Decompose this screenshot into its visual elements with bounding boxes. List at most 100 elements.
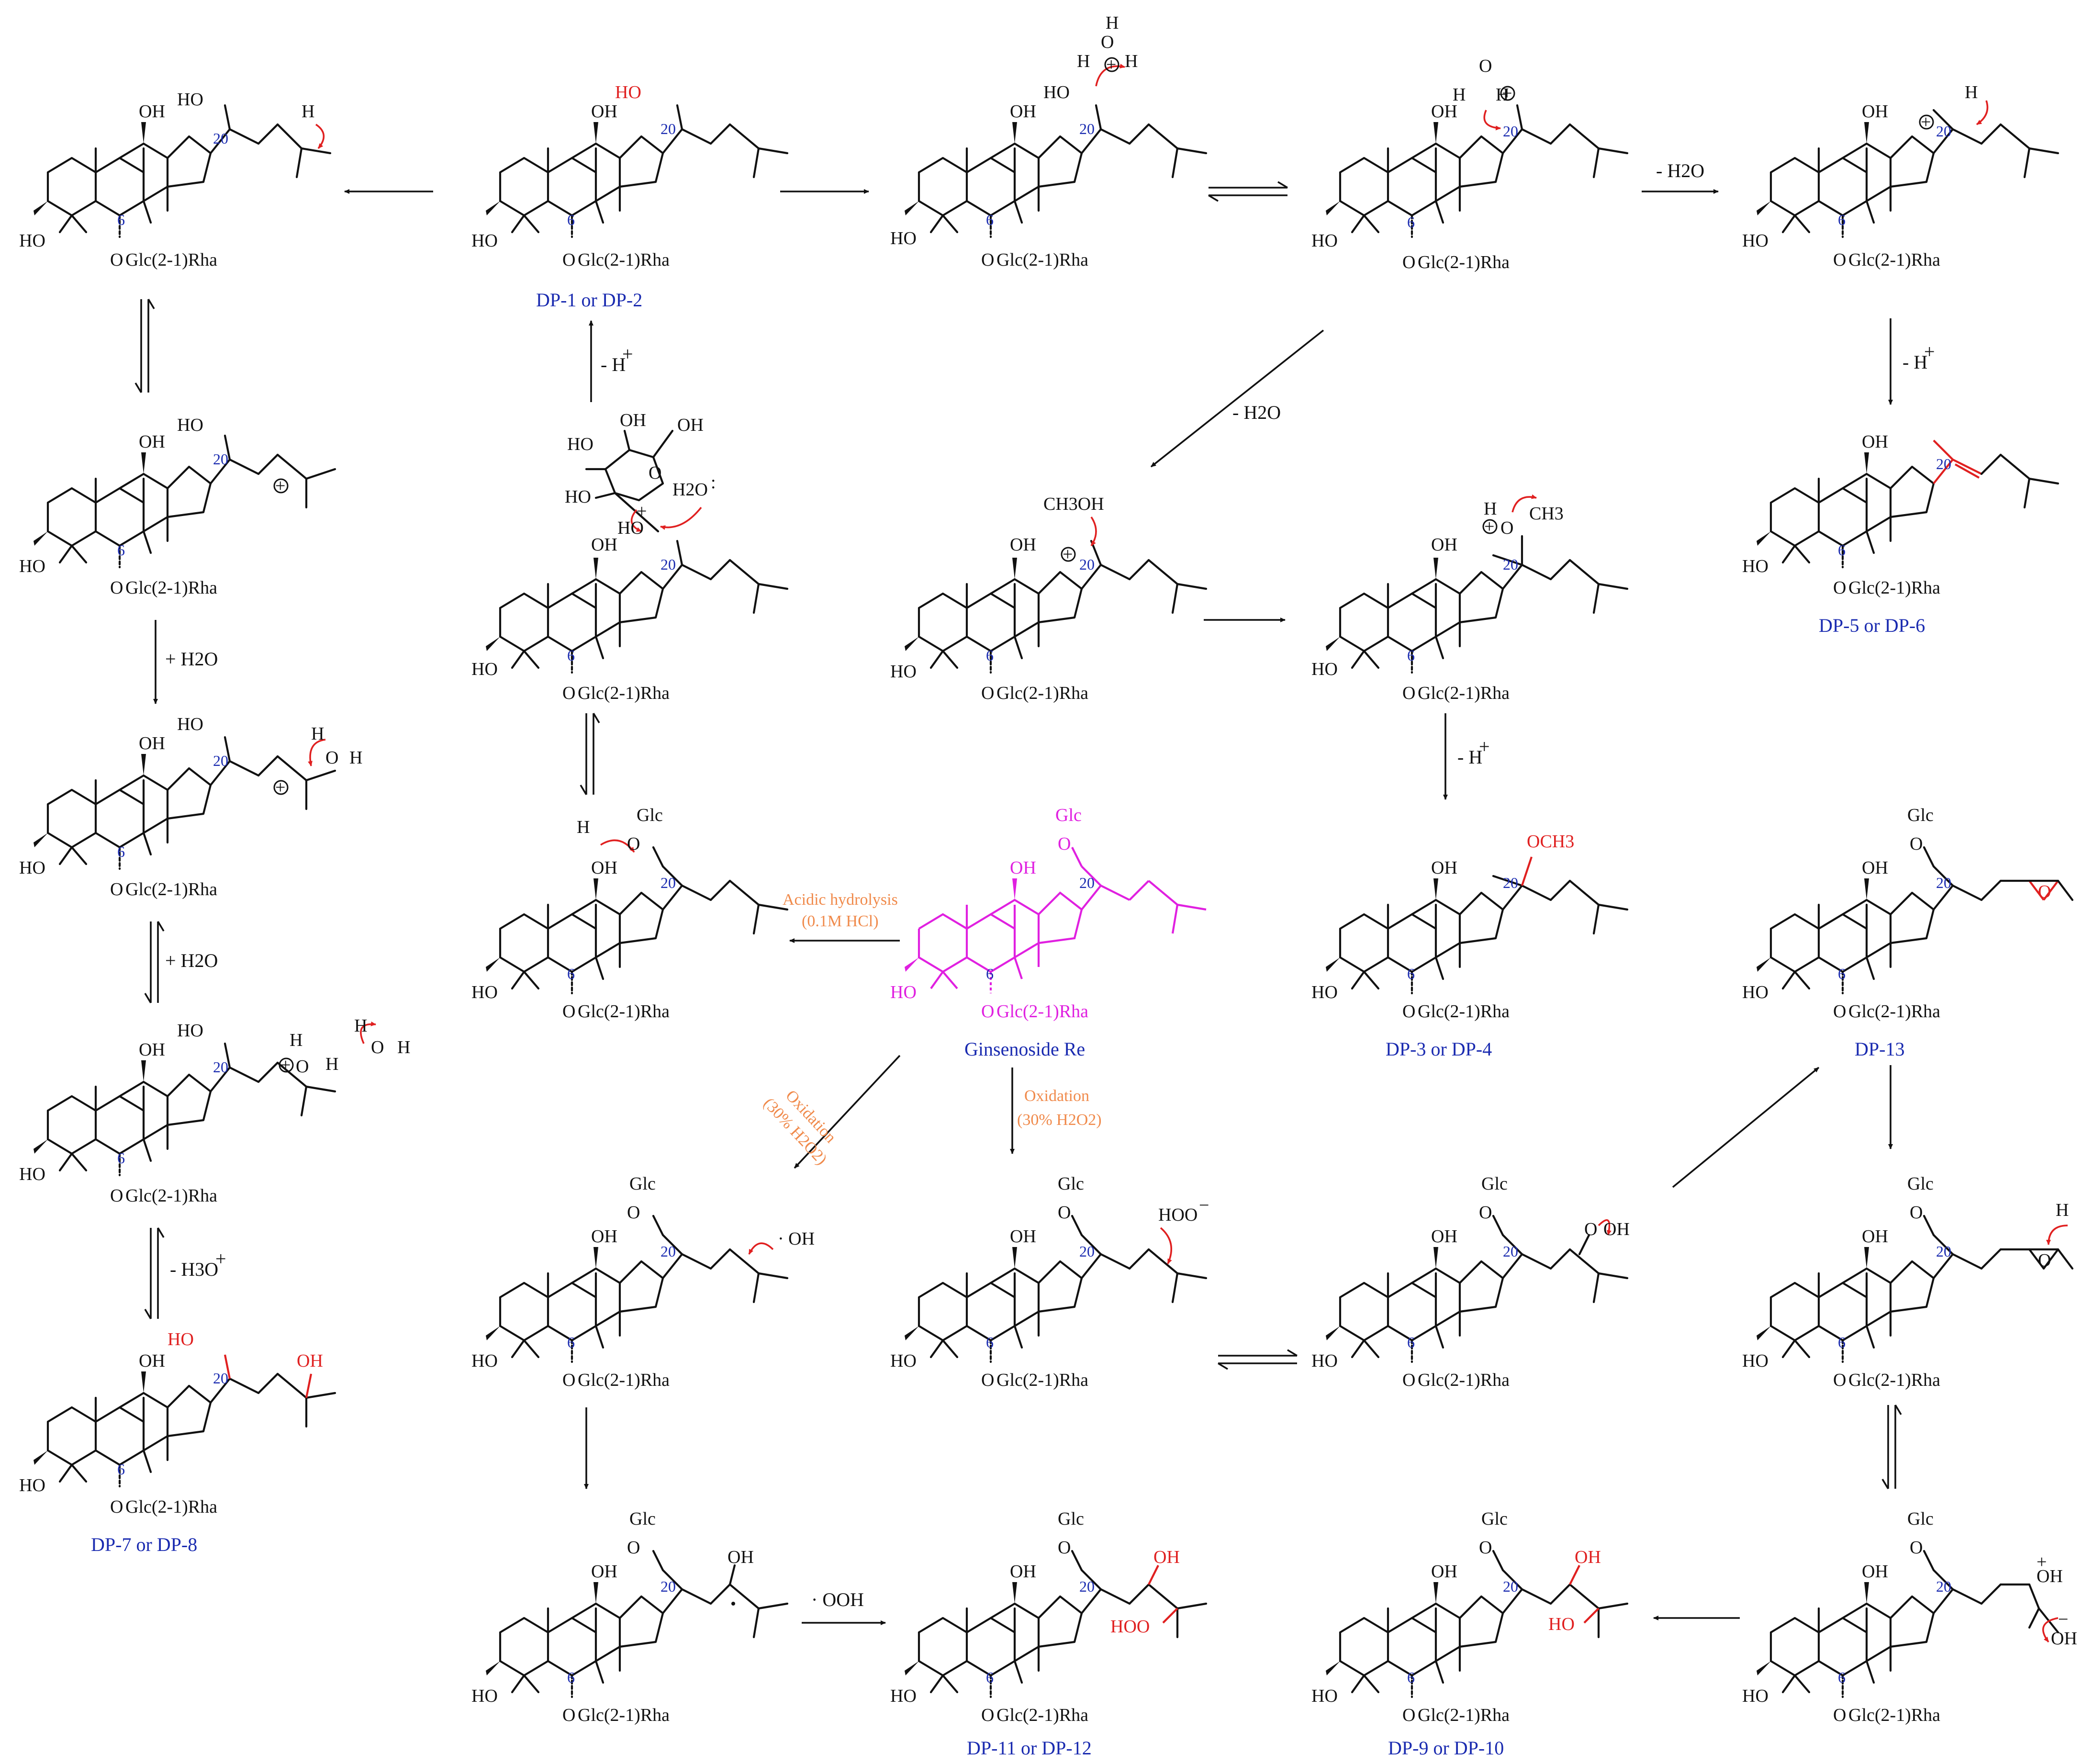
oxidation-label-1: Oxidation bbox=[1024, 1087, 1089, 1105]
sugar-label: Glc(2-1)Rha bbox=[1848, 1705, 1940, 1725]
h-label: H bbox=[354, 1016, 367, 1036]
c20-label: 20 bbox=[213, 1058, 228, 1076]
c6-label: 6 bbox=[986, 1669, 994, 1686]
h-label: H bbox=[325, 1054, 338, 1074]
ho-label: HO bbox=[890, 228, 917, 248]
c20-label: 20 bbox=[660, 874, 676, 891]
ho-label: HO bbox=[471, 1686, 498, 1706]
h-label: H bbox=[311, 724, 324, 744]
h-label: H bbox=[1484, 499, 1497, 519]
c6-label: 6 bbox=[567, 1334, 575, 1351]
sugar-label: Glc(2-1)Rha bbox=[1418, 683, 1510, 703]
o-label: O bbox=[110, 1497, 123, 1517]
och3-label: OCH3 bbox=[1527, 831, 1574, 852]
sugar-label: Glc(2-1)Rha bbox=[996, 1370, 1088, 1390]
oh-label: OH bbox=[1010, 858, 1036, 878]
c20-label: 20 bbox=[660, 120, 676, 137]
structure-r1c1 bbox=[34, 104, 332, 237]
equilibrium-r4c5-r5c5 bbox=[1881, 1404, 1902, 1489]
ho-label: HO bbox=[1311, 982, 1338, 1002]
o-label: O bbox=[649, 463, 661, 483]
sugar-label: Glc(2-1)Rha bbox=[125, 1497, 217, 1517]
structure-dp3 bbox=[1326, 856, 1629, 993]
o-label: O bbox=[981, 1705, 994, 1725]
o-label: O bbox=[562, 1001, 575, 1022]
equilibrium-r1c1-r2c1 bbox=[134, 299, 155, 393]
structure-dp7 bbox=[34, 1354, 336, 1486]
svg-text:+: + bbox=[215, 1248, 226, 1270]
c6-label: 6 bbox=[1407, 965, 1415, 982]
sugar-label: Glc(2-1)Rha bbox=[996, 250, 1088, 270]
sugar-label: Glc(2-1)Rha bbox=[578, 1370, 670, 1390]
caption-dp11: DP-11 or DP-12 bbox=[967, 1737, 1092, 1759]
oh-label: OH bbox=[139, 733, 165, 753]
h-label: H bbox=[2056, 1200, 2069, 1220]
sugar-label: Glc(2-1)Rha bbox=[125, 250, 217, 270]
h-label: H bbox=[1496, 85, 1509, 105]
o-label: O bbox=[562, 1370, 575, 1390]
oh-label: OH bbox=[139, 432, 165, 452]
sugar-label: Glc(2-1)Rha bbox=[1848, 250, 1940, 270]
plus-label: + bbox=[1106, 55, 1116, 75]
minus-label: − bbox=[2058, 1609, 2068, 1629]
plus-label: + bbox=[1921, 112, 1931, 132]
c6-label: 6 bbox=[1407, 1669, 1415, 1686]
oh-label: OH bbox=[1862, 858, 1888, 878]
structure-r3c2 bbox=[486, 839, 789, 993]
structure-r5c5 bbox=[1757, 1550, 2059, 1697]
oh-label: OH bbox=[1010, 1226, 1036, 1247]
svg-text::: : bbox=[711, 472, 716, 493]
ho-label: HO bbox=[19, 556, 45, 576]
h-label: H bbox=[302, 101, 314, 122]
caption-dp7: DP-7 or DP-8 bbox=[91, 1534, 197, 1555]
oxidation-label-2: (30% H2O2) bbox=[1017, 1111, 1102, 1129]
glc-label: Glc bbox=[1058, 1509, 1084, 1529]
o-label: O bbox=[110, 250, 123, 270]
h-label: H bbox=[577, 817, 590, 837]
oh-label: OH bbox=[1431, 535, 1457, 555]
h-label: H bbox=[1077, 51, 1090, 71]
structure-r2c2 bbox=[486, 429, 789, 673]
oh-label: OH bbox=[1862, 432, 1888, 452]
c20-label: 20 bbox=[1503, 123, 1518, 140]
c20-label: 20 bbox=[1936, 1578, 1951, 1595]
o-label: O bbox=[981, 1001, 994, 1022]
ho-label: HO bbox=[890, 662, 917, 682]
minus-h3o-label: - H3O bbox=[170, 1258, 218, 1280]
equilibrium-r3c1-r4c1 bbox=[144, 921, 165, 1003]
c6-label: 6 bbox=[986, 965, 994, 982]
sugar-label: Glc(2-1)Rha bbox=[578, 683, 670, 703]
o-label: O bbox=[1479, 1538, 1492, 1558]
c20-label: 20 bbox=[1936, 874, 1951, 891]
caption-dp1: DP-1 or DP-2 bbox=[536, 289, 642, 311]
h-label: H bbox=[1965, 82, 1978, 102]
o-label: O bbox=[1402, 1705, 1415, 1725]
ho-label: HO bbox=[177, 90, 203, 110]
c20-label: 20 bbox=[660, 556, 676, 573]
oh-label: OH bbox=[1431, 101, 1457, 122]
structure-dp11 bbox=[905, 1550, 1208, 1697]
sugar-label: Glc(2-1)Rha bbox=[1418, 1705, 1510, 1725]
o-label: O bbox=[1910, 1538, 1923, 1558]
structure-r1c4 bbox=[1326, 104, 1629, 237]
sugar-label: Glc(2-1)Rha bbox=[578, 250, 670, 270]
c6-label: 6 bbox=[567, 965, 575, 982]
c20-label: 20 bbox=[1936, 1243, 1951, 1260]
glc-label: Glc bbox=[1907, 805, 1934, 825]
c6-label: 6 bbox=[1407, 647, 1415, 664]
oh-label: OH bbox=[1862, 1226, 1888, 1247]
equilibrium-r4c3-r4c4 bbox=[1218, 1349, 1298, 1370]
c20-label: 20 bbox=[660, 1578, 676, 1595]
structure-r4c4 bbox=[1326, 1214, 1629, 1362]
ho-label: HO bbox=[890, 982, 917, 1002]
ho-label: HO bbox=[19, 1475, 45, 1495]
o-label: O bbox=[325, 748, 338, 768]
acid-label-1: Acidic hydrolysis bbox=[783, 891, 898, 909]
plus-label: + bbox=[2037, 1552, 2047, 1572]
c20-label: 20 bbox=[1503, 556, 1518, 573]
c20-label: 20 bbox=[1079, 120, 1095, 137]
c20-label: 20 bbox=[1503, 1243, 1518, 1260]
caption-dp9: DP-9 or DP-10 bbox=[1388, 1737, 1504, 1759]
o-label: O bbox=[981, 683, 994, 703]
ho-label: HO bbox=[890, 1686, 917, 1706]
